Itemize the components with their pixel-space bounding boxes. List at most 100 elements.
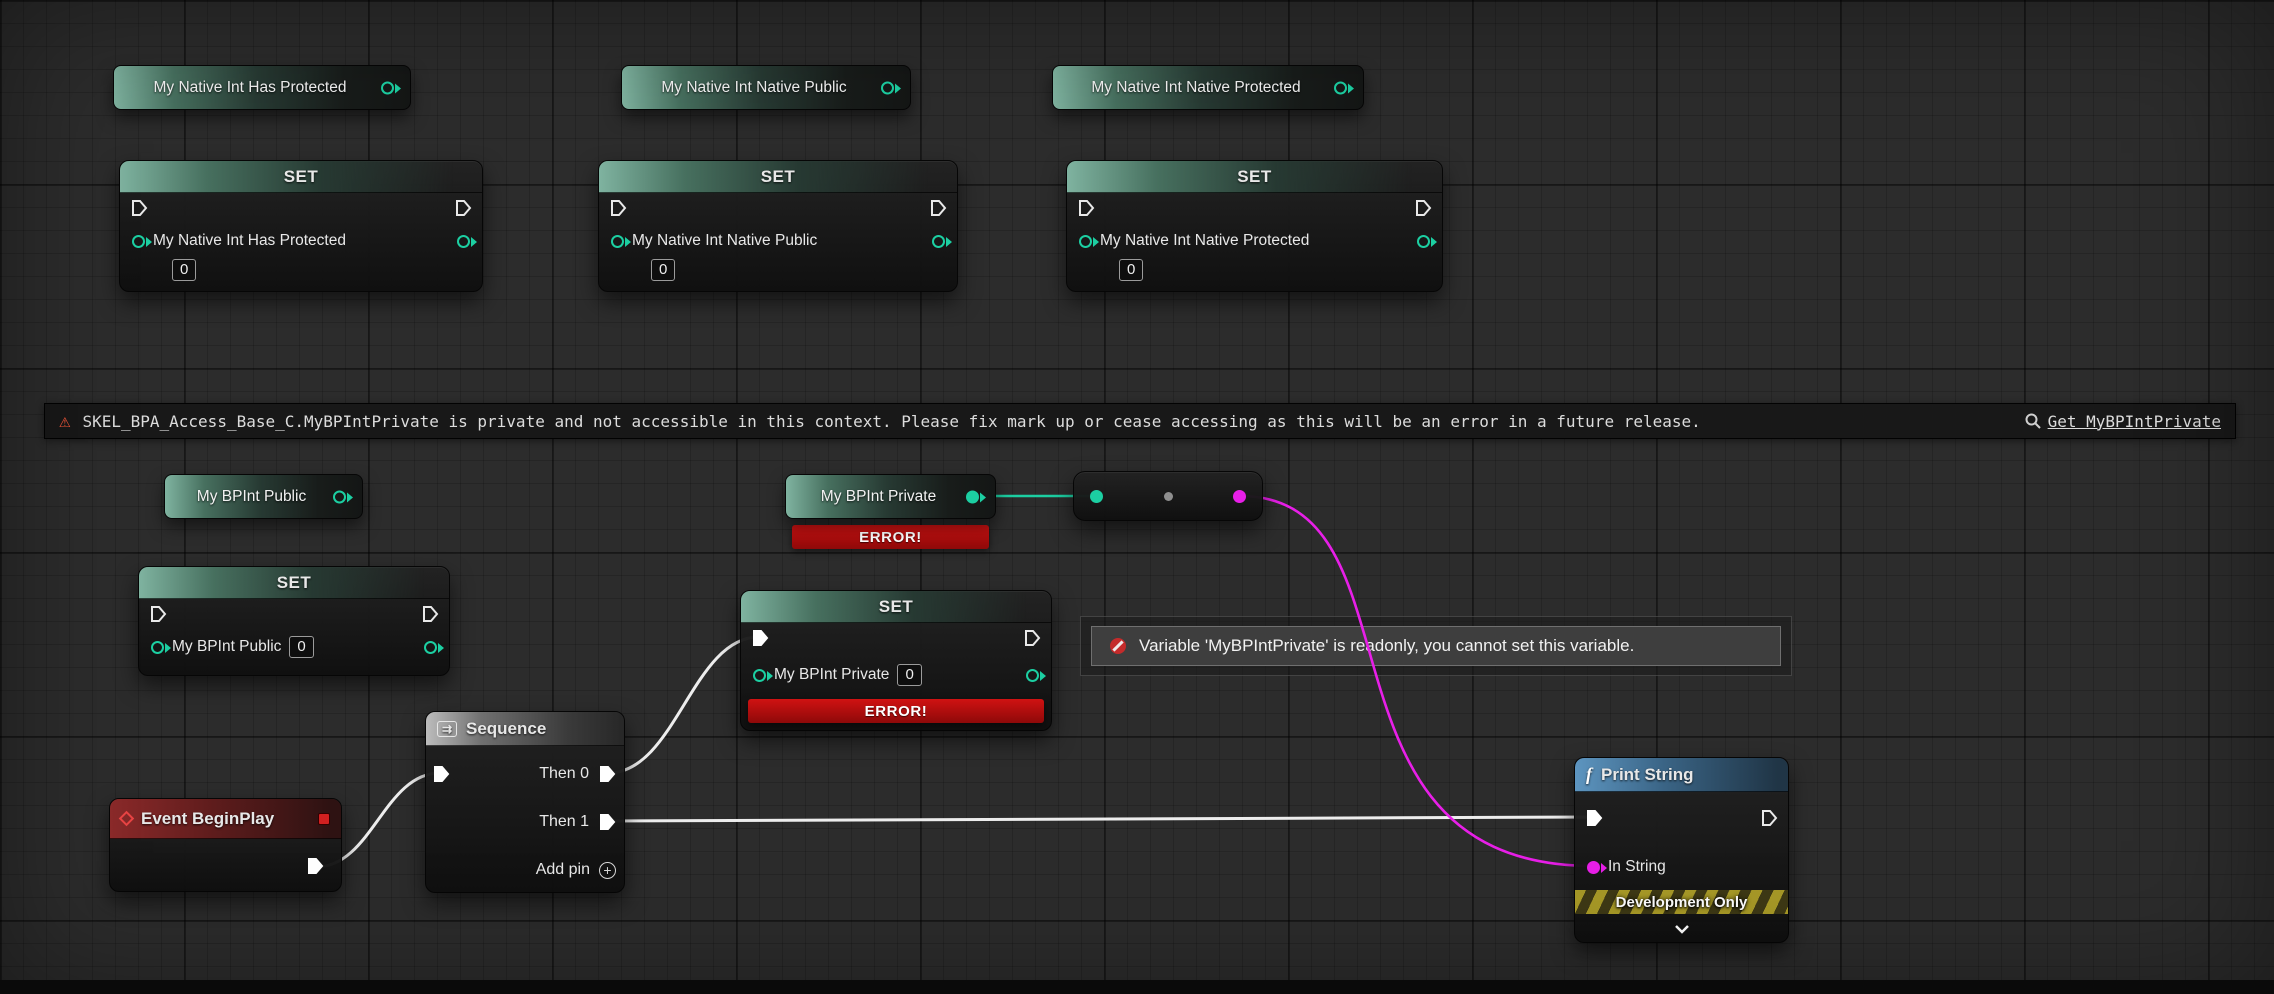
int-input-pin[interactable] — [132, 234, 152, 248]
set-node-header[interactable]: SET — [139, 567, 449, 599]
set-node-header[interactable]: SET — [741, 591, 1051, 623]
event-beginplay-node[interactable]: Event BeginPlay — [109, 798, 342, 892]
set-node-header[interactable]: SET — [120, 161, 482, 193]
warning-message: SKEL_BPA_Access_Base_C.MyBPIntPrivate is… — [82, 411, 1701, 431]
print-string-node[interactable]: f Print String In String Development Onl… — [1574, 757, 1789, 943]
exec-input-pin[interactable] — [609, 199, 627, 217]
exec-output-pin[interactable] — [1414, 199, 1432, 217]
conversion-glyph — [1163, 491, 1173, 501]
variable-label: My Native Int Native Public — [632, 232, 818, 249]
getter-label: My Native Int Has Protected — [153, 78, 347, 96]
value-input[interactable]: 0 — [897, 664, 922, 686]
exec-output-pin[interactable] — [306, 857, 324, 875]
int-input-pin[interactable] — [151, 640, 171, 654]
string-output-pin[interactable] — [1233, 489, 1246, 503]
int-output-pin[interactable] — [424, 640, 444, 654]
getter-label: My Native Int Native Protected — [1091, 78, 1301, 96]
variable-label: My BPInt Private — [774, 666, 890, 683]
set-title: SET — [283, 166, 319, 186]
conversion-node-int-to-string[interactable] — [1073, 471, 1263, 521]
error-banner: ERROR! — [748, 699, 1044, 723]
readonly-tooltip-text: Variable 'MyBPIntPrivate' is readonly, y… — [1139, 636, 1635, 655]
delegate-pin[interactable] — [318, 812, 330, 825]
exec-output-pin-then0[interactable] — [598, 765, 616, 783]
int-output-pin[interactable] — [381, 81, 401, 94]
getter-node-my-bpint-public[interactable]: My BPInt Public — [164, 474, 363, 519]
set-node-my-native-int-has-protected[interactable]: SET My Native Int Has Protected 0 — [119, 160, 483, 292]
print-string-header[interactable]: f Print String — [1575, 758, 1788, 792]
set-title: SET — [760, 166, 796, 186]
value-input[interactable]: 0 — [651, 259, 676, 281]
exec-input-pin[interactable] — [149, 605, 167, 623]
int-output-pin[interactable] — [881, 81, 901, 94]
set-node-my-native-int-native-protected[interactable]: SET My Native Int Native Protected 0 — [1066, 160, 1443, 292]
int-output-pin[interactable] — [1026, 668, 1046, 682]
set-title: SET — [1237, 166, 1272, 186]
search-icon — [2025, 413, 2041, 429]
exec-input-pin[interactable] — [1585, 809, 1603, 827]
value-input[interactable]: 0 — [289, 636, 314, 658]
sequence-node-header[interactable]: ⇉ Sequence — [426, 712, 624, 746]
add-pin-icon[interactable]: + — [599, 861, 616, 879]
exec-output-pin[interactable] — [1023, 629, 1041, 647]
event-node-header[interactable]: Event BeginPlay — [110, 799, 341, 839]
sequence-title: Sequence — [466, 718, 547, 738]
int-input-pin[interactable] — [753, 668, 773, 682]
getter-node-my-bpint-private[interactable]: My BPInt Private ERROR! — [785, 474, 996, 556]
int-input-pin[interactable] — [1090, 489, 1103, 503]
sequence-node[interactable]: ⇉ Sequence Then 0 Then 1 Add pin + — [425, 711, 625, 893]
int-input-pin[interactable] — [611, 234, 631, 248]
error-text: ERROR! — [859, 528, 922, 546]
wire-exec-then1-to-printstring — [607, 815, 1594, 823]
set-node-my-bpint-public[interactable]: SET My BPInt Public 0 — [138, 566, 450, 676]
readonly-tooltip-box: Variable 'MyBPIntPrivate' is readonly, y… — [1091, 626, 1781, 666]
getter-label: My Native Int Native Public — [661, 78, 847, 96]
int-input-pin[interactable] — [1079, 234, 1099, 248]
add-pin-label: Add pin — [535, 861, 590, 878]
int-output-pin[interactable] — [966, 490, 986, 503]
variable-label: My Native Int Native Protected — [1100, 232, 1310, 249]
set-title: SET — [276, 572, 312, 592]
error-banner: ERROR! — [792, 525, 989, 549]
set-node-my-native-int-native-public[interactable]: SET My Native Int Native Public 0 — [598, 160, 958, 292]
exec-input-pin[interactable] — [751, 629, 769, 647]
int-output-pin[interactable] — [333, 490, 353, 503]
int-output-pin[interactable] — [932, 234, 952, 248]
value-input[interactable]: 0 — [172, 259, 197, 281]
exec-output-pin[interactable] — [454, 199, 472, 217]
warning-focus-link[interactable]: Get MyBPIntPrivate — [2024, 412, 2221, 431]
exec-output-pin-then1[interactable] — [598, 813, 616, 831]
expand-node-button[interactable] — [1575, 914, 1788, 942]
event-node-body — [110, 839, 341, 891]
exec-output-pin[interactable] — [929, 199, 947, 217]
exec-input-pin[interactable] — [432, 765, 450, 783]
set-node-header[interactable]: SET — [599, 161, 957, 193]
sequence-icon: ⇉ — [437, 720, 457, 737]
getter-node-my-native-int-has-protected[interactable]: My Native Int Has Protected — [113, 65, 411, 110]
warning-link-label: Get MyBPIntPrivate — [2047, 411, 2221, 431]
sequence-add-pin-row[interactable]: Add pin + — [426, 846, 624, 894]
set-node-header[interactable]: SET — [1067, 161, 1442, 193]
string-input-pin[interactable] — [1587, 860, 1607, 874]
exec-input-pin[interactable] — [1077, 199, 1095, 217]
value-input[interactable]: 0 — [1119, 259, 1144, 281]
readonly-tooltip: Variable 'MyBPIntPrivate' is readonly, y… — [1080, 616, 1792, 676]
set-title: SET — [878, 596, 914, 616]
set-node-my-bpint-private[interactable]: SET My BPInt Private 0 ERROR! — [740, 590, 1052, 731]
wire-string-conversion-to-printstring — [1239, 494, 1594, 868]
print-string-title: Print String — [1601, 764, 1694, 784]
then0-label: Then 0 — [539, 765, 589, 782]
int-output-pin[interactable] — [457, 234, 477, 248]
no-entry-icon — [1110, 638, 1126, 654]
getter-node-my-native-int-native-public[interactable]: My Native Int Native Public — [621, 65, 911, 110]
exec-output-pin[interactable] — [421, 605, 439, 623]
exec-output-pin[interactable] — [1760, 809, 1778, 827]
getter-node-my-native-int-native-protected[interactable]: My Native Int Native Protected — [1052, 65, 1364, 110]
exec-input-pin[interactable] — [130, 199, 148, 217]
development-only-text: Development Only — [1615, 893, 1748, 911]
int-output-pin[interactable] — [1334, 81, 1354, 94]
getter-capsule[interactable]: My BPInt Private — [785, 474, 996, 519]
function-icon: f — [1586, 764, 1592, 784]
int-output-pin[interactable] — [1417, 234, 1437, 248]
